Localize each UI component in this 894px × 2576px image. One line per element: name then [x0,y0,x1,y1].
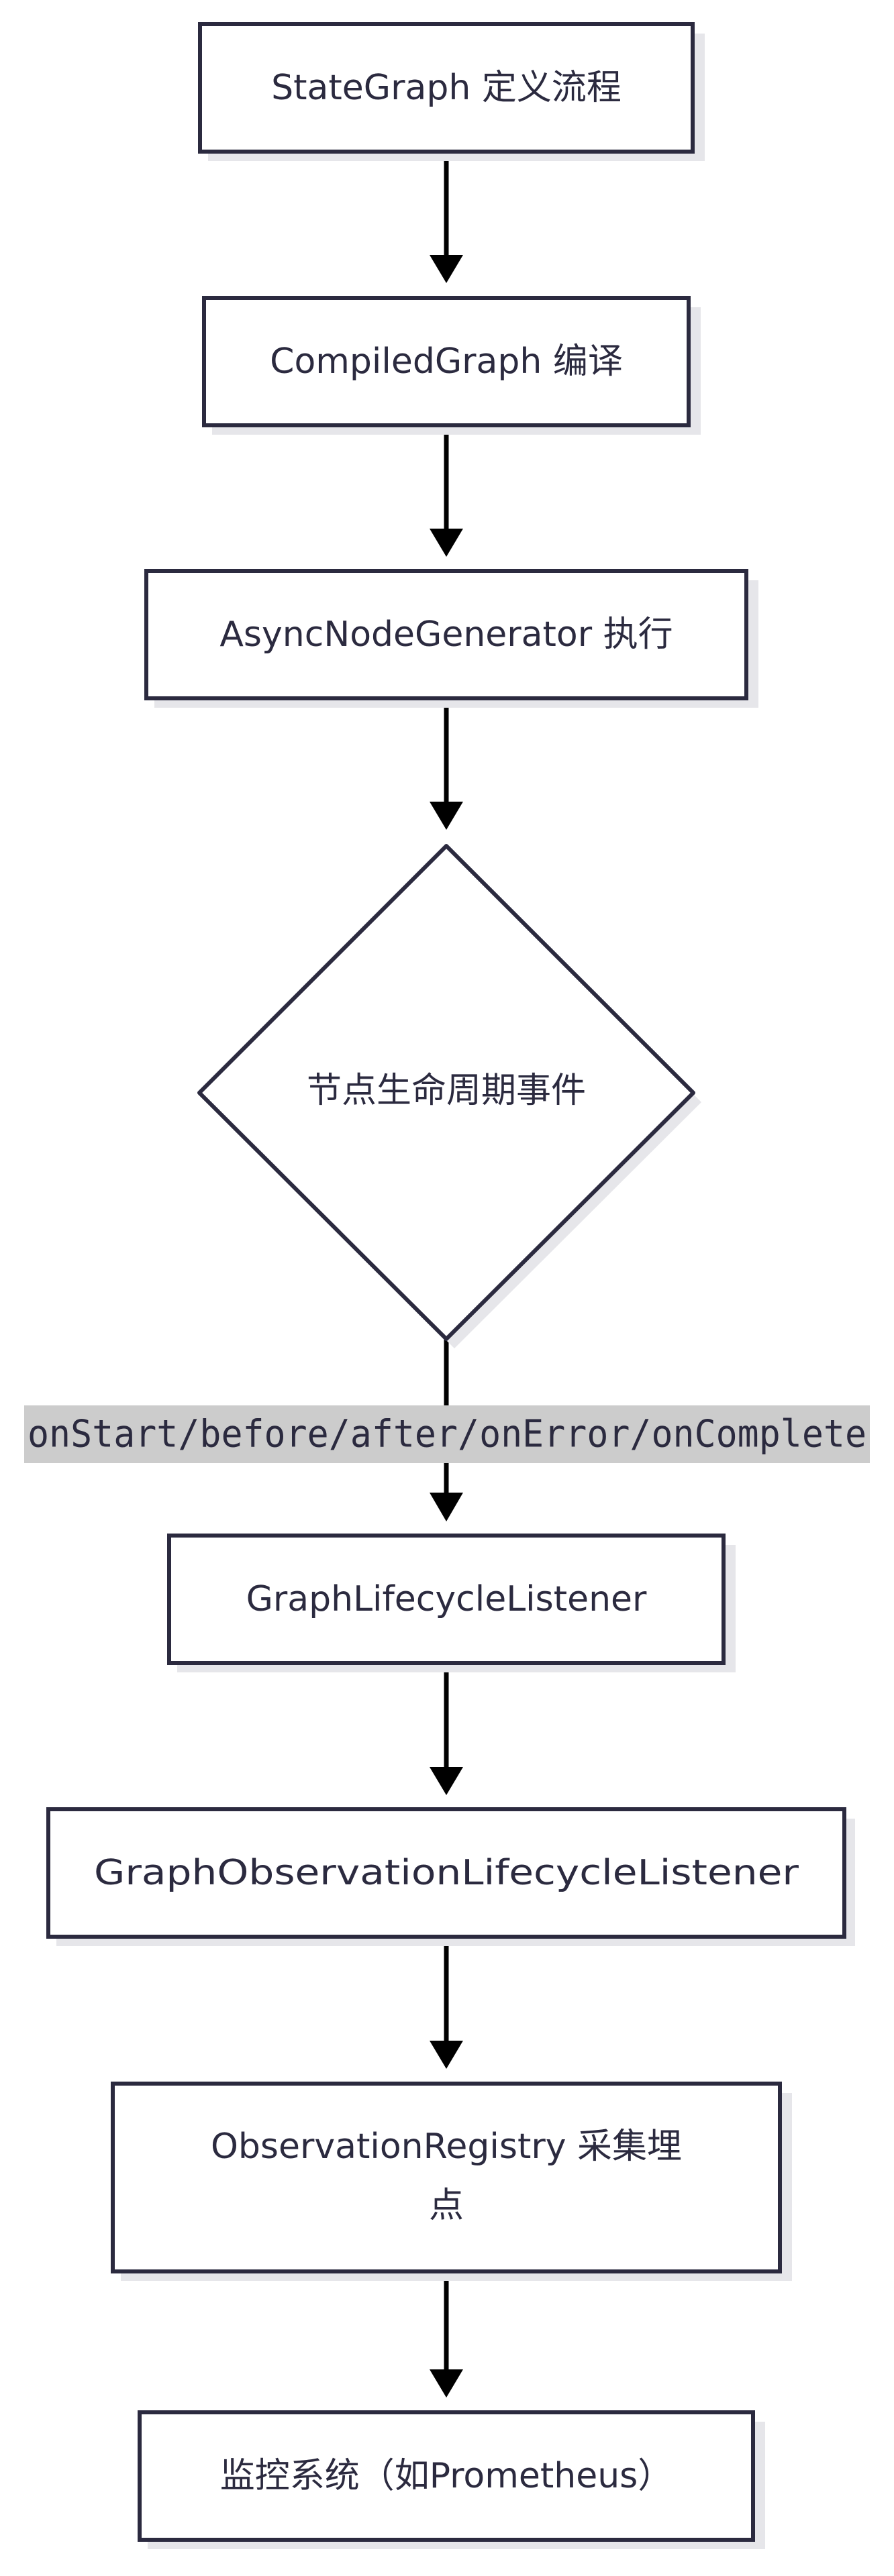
edge-stategraph-to-compiledgraph [430,154,463,283]
arrowhead-icon [430,2369,463,2398]
node-graphobservationlifecyclelistener[interactable]: GraphObservationLifecycleListener [46,1807,855,1946]
node-label-line-2: 点 [429,2186,464,2226]
node-label: CompiledGraph 编译 [270,341,623,382]
node-asyncnodegenerator[interactable]: AsyncNodeGenerator 执行 [144,569,758,708]
edge-label-lifecycle-events: onStart/before/after/onError/onComplete [24,1405,870,1463]
arrowhead-icon [430,2041,463,2069]
arrowhead-icon [430,529,463,557]
node-stategraph[interactable]: StateGraph 定义流程 [198,22,705,161]
edge-graphobservationlifecyclelistener-to-observationregistry [430,1940,463,2069]
edges [430,154,463,2398]
edge-observationregistry-to-monitoring [430,2269,463,2398]
node-monitoring[interactable]: 监控系统（如Prometheus） [138,2410,765,2549]
node-lifecycle-events[interactable]: 节点生命周期事件 [197,844,701,1348]
edge-compiledgraph-to-asyncnodegenerator [430,428,463,557]
arrowhead-icon [430,255,463,283]
node-label: AsyncNodeGenerator 执行 [219,614,673,655]
arrowhead-icon [430,802,463,830]
node-observationregistry[interactable]: ObservationRegistry 采集埋 点 [111,2082,792,2281]
edge-graphlifecyclelistener-to-graphobservationlifecyclelistener [430,1666,463,1795]
node-label: GraphObservationLifecycleListener [94,1853,799,1893]
edge-asyncnodegenerator-to-lifecycle-events [430,701,463,830]
node-label: StateGraph 定义流程 [271,68,622,108]
node-label-line-1: ObservationRegistry 采集埋 [211,2127,682,2167]
arrowhead-icon [430,1767,463,1795]
node-label: 监控系统（如Prometheus） [220,2456,673,2496]
node-label: GraphLifecycleListener [246,1579,647,1619]
edge-label-text: onStart/before/after/onError/onComplete [28,1413,866,1456]
arrowhead-icon [430,1493,463,1521]
node-graphlifecyclelistener[interactable]: GraphLifecycleListener [167,1534,736,1672]
node-label: 节点生命周期事件 [307,1071,586,1111]
nodes: StateGraph 定义流程 CompiledGraph 编译 AsyncNo… [46,22,855,2549]
node-compiledgraph[interactable]: CompiledGraph 编译 [202,296,701,435]
